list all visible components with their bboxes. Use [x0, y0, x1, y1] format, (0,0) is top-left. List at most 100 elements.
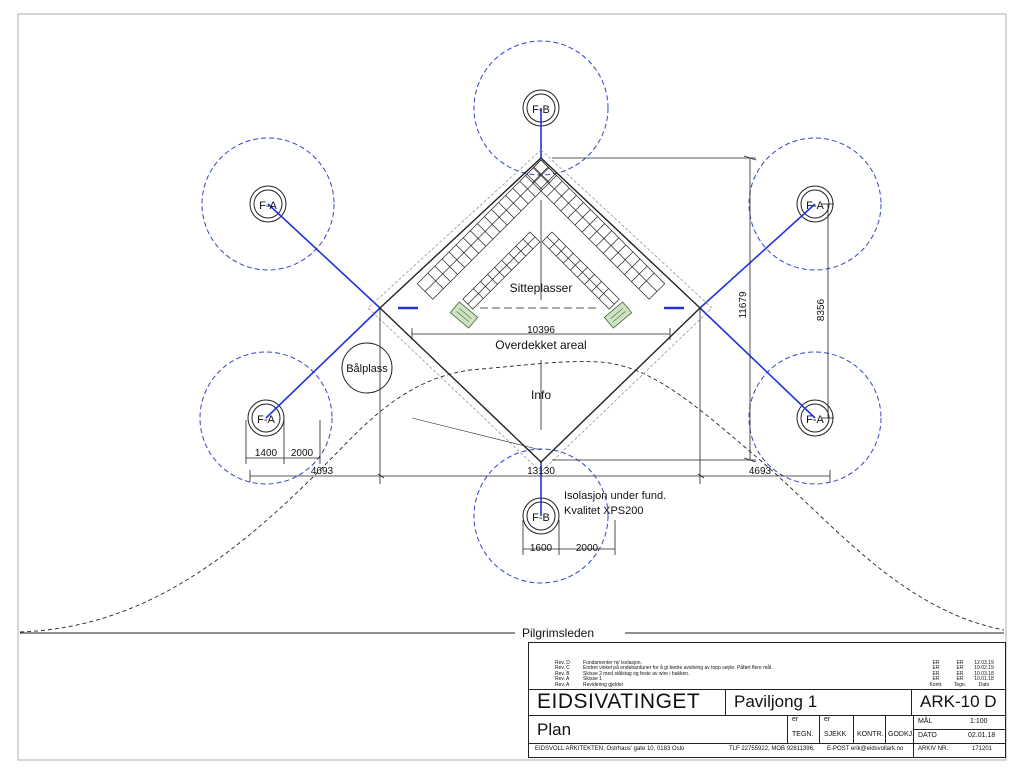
dim-8356: 8356	[816, 298, 827, 321]
sjekk-label: SJEKK	[824, 731, 847, 738]
arkiv-label: ARKIV NR.	[918, 746, 949, 752]
sjekk-value: er	[824, 716, 831, 723]
tegn-cell: er TEGN.	[787, 715, 819, 743]
rev-kontr: ER	[932, 670, 940, 677]
zone-fb-top	[473, 40, 609, 176]
plan-row: Plan er TEGN. er SJEKK KONTR. GODKJ. MÅL…	[529, 715, 1006, 744]
label-fa-right-top: F-A	[806, 200, 824, 212]
rev-date: 10.03.18	[974, 670, 994, 677]
signboards	[449, 301, 633, 329]
signboard-right	[603, 301, 633, 329]
mal-label: MÅL	[918, 718, 933, 725]
stay-left-bottom	[265, 307, 381, 419]
rev-text: Revidering gjelder	[583, 681, 624, 688]
dato-label: DATO	[918, 732, 937, 739]
revision-table: Rev. D Rev. C Rev. B Rev. A Rev. A Funda…	[529, 643, 1005, 690]
rev-tegn: Tegn.	[953, 681, 967, 688]
arkiv-cell: ARKIV NR. 171201	[913, 743, 1005, 757]
object-cell: Paviljong 1	[725, 689, 911, 715]
label-info: Info	[531, 388, 551, 402]
label-fb-top: F-B	[532, 104, 550, 116]
zone-fa-left-bottom	[199, 351, 333, 485]
fireplace-circle	[341, 342, 393, 394]
dim-13130: 13130	[527, 466, 555, 477]
rev-date: 10.01.18	[974, 676, 994, 683]
arkiv-value: 171201	[972, 746, 993, 752]
rev-code: Rev. A	[555, 681, 570, 688]
dim-2000-left: 2000	[291, 448, 314, 459]
footer-tlf: TLF 22755922, MOB 92811396,	[729, 746, 815, 752]
pilgrim-path-label: Pilgrimsleden	[522, 626, 594, 640]
rev-text: Skisse 1	[583, 676, 602, 683]
zone-fa-right-bottom	[748, 351, 882, 485]
dim-1400: 1400	[255, 448, 278, 459]
drawing-type: Plan	[537, 720, 572, 739]
godkj-cell: GODKJ.	[885, 715, 914, 743]
roof-diamond	[378, 157, 702, 463]
rev-date: 19.02.19	[974, 665, 994, 672]
dimension-lines	[245, 155, 834, 555]
rev-code: Rev. A	[555, 676, 570, 683]
rev-text: Skisse 2 med stålstag og feste av wire i…	[583, 670, 690, 677]
tegn-label: TEGN.	[792, 731, 814, 738]
title-block: Rev. D Rev. C Rev. B Rev. A Rev. A Funda…	[528, 642, 1006, 758]
rev-kontr: ER	[932, 665, 940, 672]
drawing-no-cell: ARK-10 D	[911, 689, 1005, 715]
signboard-left	[449, 301, 479, 329]
kontr-cell: KONTR.	[853, 715, 885, 743]
zone-fa-right-top	[748, 137, 882, 271]
label-fa-left-top: F-A	[259, 200, 277, 212]
dim-10396: 10396	[527, 325, 555, 336]
sjekk-cell: er SJEKK	[819, 715, 853, 743]
rev-code: Rev. D	[555, 660, 570, 666]
tegn-value: er	[792, 716, 799, 723]
kontr-label: KONTR.	[857, 731, 884, 738]
title-row: EIDSIVATINGET Paviljong 1 ARK-10 D	[529, 689, 1005, 716]
footer-row: EIDSVOLL ARKITEKTEN, Ostrhaus' gate 10, …	[529, 743, 1005, 757]
dim-4693-left: 4693	[311, 466, 334, 477]
foundation-zones	[199, 40, 882, 584]
rev-tegn: ER	[956, 660, 964, 666]
mal-value: 1:100	[970, 718, 988, 725]
sheet-border	[17, 13, 1007, 761]
footer-firm: EIDSVOLL ARKITEKTEN, Ostrhaus' gate 10, …	[535, 746, 685, 752]
label-balplass: Bålplass	[346, 363, 388, 375]
project-name: EIDSIVATINGET	[537, 690, 701, 713]
rev-code: Rev. B	[555, 670, 570, 677]
dim-11679: 11679	[738, 291, 749, 319]
rev-text: Endret vinkel på endebarduner for å gi b…	[583, 665, 773, 672]
seating-benches	[416, 159, 666, 310]
pavilion-outline	[367, 149, 713, 473]
rev-tegn: ER	[956, 670, 964, 677]
rev-kontr: ER	[932, 676, 940, 683]
label-overdekket: Overdekket areal	[495, 338, 586, 352]
rev-kontr: Kontr.	[929, 681, 943, 688]
zone-fa-left-top	[201, 137, 335, 271]
label-fb-bottom: F-B	[532, 512, 550, 524]
zone-fb-bottom	[473, 448, 609, 584]
cable-stays	[265, 108, 816, 516]
dim-1600: 1600	[530, 543, 553, 554]
rev-tegn: ER	[956, 676, 964, 683]
rev-date: Dato	[978, 681, 990, 688]
object-name: Paviljong 1	[734, 692, 818, 711]
revision-texts: Fundamenter m/ isolasjon. Endret vinkel …	[583, 660, 773, 688]
stay-right-bottom	[699, 307, 816, 419]
footer-email: E-POST erik@eidsvollark.no	[827, 746, 904, 752]
rev-code: Rev. C	[555, 665, 570, 672]
rev-tegn: ER	[956, 665, 964, 672]
stay-right-top	[699, 203, 816, 309]
stay-left-top	[267, 203, 381, 309]
rev-date: 12.03.19	[974, 660, 994, 666]
dim-4693-right: 4693	[749, 466, 772, 477]
roof-overhang	[367, 149, 713, 473]
revision-codes: Rev. D Rev. C Rev. B Rev. A Rev. A	[555, 660, 570, 688]
note-insulation-1: Isolasjon under fund.	[564, 490, 666, 502]
drawing-number: ARK-10 D	[920, 692, 997, 711]
scale-date-cell: MÅL 1:100 DATO 02.01.18	[913, 715, 1006, 743]
dato-value: 02.01.18	[968, 732, 996, 739]
label-fa-left-bottom: F-A	[257, 414, 275, 426]
label-sitteplasser: Sitteplasser	[510, 281, 573, 295]
